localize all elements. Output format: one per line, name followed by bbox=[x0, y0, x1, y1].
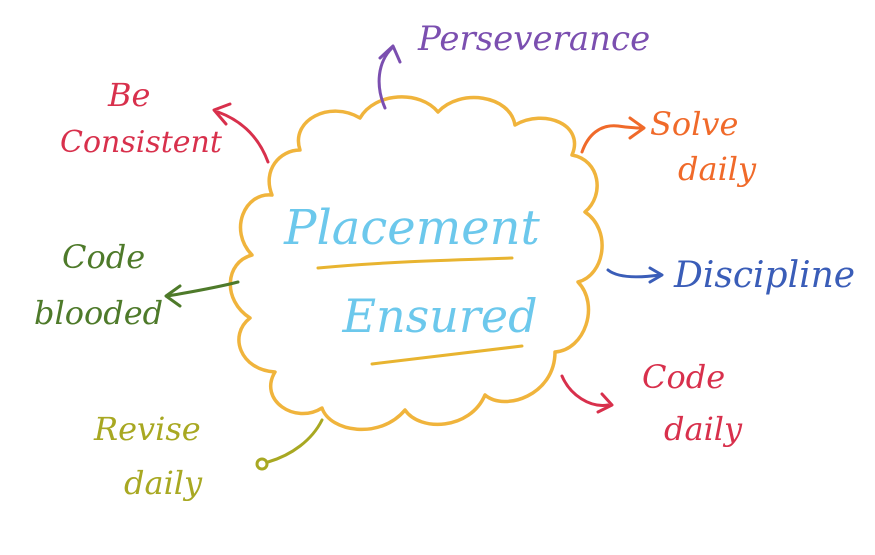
label-be: Be bbox=[107, 76, 150, 114]
label-code: Code bbox=[62, 238, 145, 276]
title-underline-1 bbox=[316, 256, 514, 270]
label-revise-daily: daily bbox=[124, 464, 203, 502]
consistent-connector bbox=[216, 110, 270, 164]
title-underline-2 bbox=[370, 344, 524, 366]
label-revise: Revise bbox=[93, 410, 201, 448]
solve-arrowhead bbox=[628, 116, 646, 140]
code-blooded-connector bbox=[166, 280, 240, 298]
center-title-line1: Placement bbox=[283, 200, 540, 256]
label-discipline: Discipline bbox=[673, 255, 855, 296]
discipline-connector bbox=[606, 268, 662, 279]
central-cloud bbox=[228, 95, 604, 432]
consistent-arrowhead bbox=[212, 102, 232, 126]
code-daily-connector bbox=[560, 374, 610, 407]
revise-connector bbox=[266, 418, 324, 464]
label-solve-daily: daily bbox=[678, 150, 757, 188]
center-title-line2: Ensured bbox=[341, 289, 537, 343]
label-code-2: Code bbox=[642, 358, 725, 396]
perseverance-arrowhead bbox=[378, 44, 402, 64]
discipline-arrowhead bbox=[648, 266, 664, 284]
solve-connector bbox=[580, 124, 644, 154]
label-consistent: Consistent bbox=[60, 125, 223, 160]
label-blooded: blooded bbox=[34, 294, 163, 332]
code-daily-arrowhead bbox=[596, 392, 614, 414]
label-perseverance: Perseverance bbox=[417, 19, 650, 59]
code-blooded-arrowhead bbox=[164, 284, 182, 308]
revise-arrow-loop bbox=[255, 457, 269, 471]
label-solve: Solve bbox=[650, 105, 738, 143]
label-code-daily: daily bbox=[664, 410, 743, 448]
